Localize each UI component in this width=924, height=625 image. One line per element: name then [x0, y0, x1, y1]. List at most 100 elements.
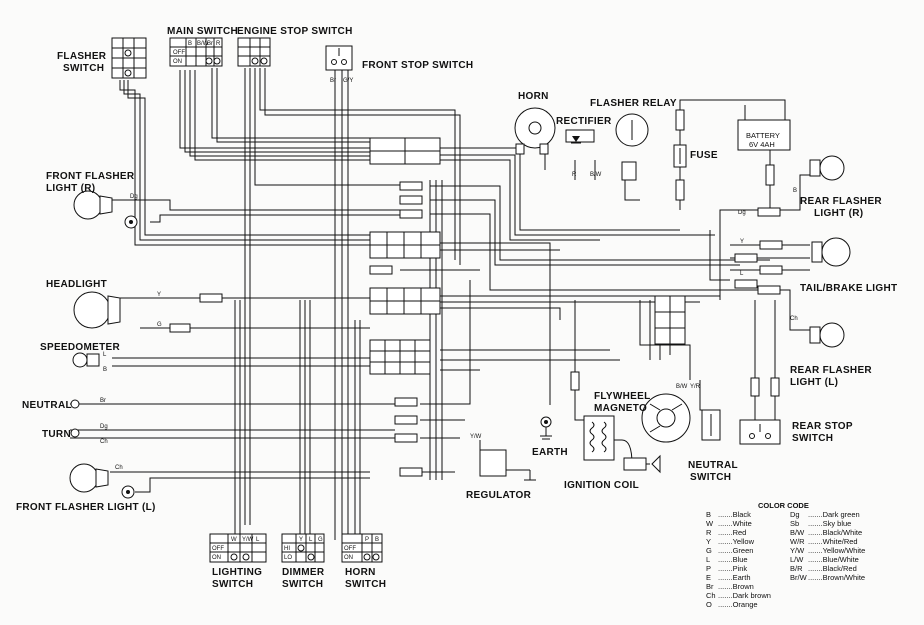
color-code-color-name: .......Dark brown	[718, 591, 771, 600]
rear-flasher-light-r-label-2: LIGHT (R)	[814, 208, 863, 219]
turn-wire-dg: Dg	[100, 424, 108, 430]
color-code-abbrev: Y/W	[790, 546, 805, 555]
front-stop-switch-label: FRONT STOP SWITCH	[362, 60, 473, 71]
neutral-switch: NEUTRAL SWITCH	[688, 409, 738, 483]
front-flasher-r-wire-tag: Dg	[130, 194, 138, 200]
color-code-color-name: .......Black/Red	[808, 564, 857, 573]
turn-indicator: TURN Dg Ch	[42, 424, 108, 445]
flasher-switch-label-1: FLASHER	[57, 51, 107, 62]
wire-connectors	[169, 109, 783, 477]
headlight-label: HEADLIGHT	[46, 279, 107, 290]
color-code-abbrev: B	[706, 510, 711, 519]
front-stop-wire-gy: G/Y	[343, 78, 353, 84]
rear-flasher-r-wire-b: B	[793, 188, 797, 194]
color-code-color-name: .......Pink	[718, 564, 747, 573]
fuse: FUSE	[673, 144, 718, 168]
neutral-wire-br: Br	[100, 398, 106, 404]
color-code-abbrev: P	[706, 564, 711, 573]
color-code-abbrev: L/W	[790, 555, 804, 564]
color-code-left-column: B.......BlackW.......WhiteR.......RedY..…	[706, 510, 771, 609]
ignition-coil-label: IGNITION COIL	[564, 480, 639, 491]
front-flasher-light-r-label-2: LIGHT (R)	[46, 183, 95, 194]
turn-wire-ch: Ch	[100, 439, 108, 445]
color-code-color-name: .......Blue/White	[808, 555, 859, 564]
tail-brake-light: TAIL/BRAKE LIGHT Y L	[740, 237, 897, 294]
flasher-relay: FLASHER RELAY	[590, 98, 677, 181]
flasher-relay-label: FLASHER RELAY	[590, 98, 677, 109]
rectifier-label: RECTIFIER	[556, 116, 612, 127]
battery-label-2: 6V 4AH	[749, 140, 775, 149]
main-switch-col-3: Br	[207, 41, 213, 47]
horn: HORN	[514, 91, 556, 155]
front-flasher-light-r-label-1: FRONT FLASHER	[46, 171, 135, 182]
speedometer-wire-l: L	[103, 352, 107, 358]
front-flasher-light-l-label: FRONT FLASHER LIGHT (L)	[16, 502, 156, 513]
tail-light-wire-l: L	[740, 271, 744, 277]
dimmer-switch-col-2: L	[309, 537, 313, 543]
horn-switch-col-1: P	[365, 537, 369, 543]
color-code-color-name: .......Yellow/White	[808, 546, 865, 555]
horn-switch: OFF ON P B HORN SWITCH	[341, 533, 386, 590]
earth-label: EARTH	[532, 447, 568, 458]
color-code-color-name: .......Orange	[718, 600, 758, 609]
front-stop-switch: FRONT STOP SWITCH Br G/Y	[325, 45, 473, 84]
color-code-color-name: .......Green	[718, 546, 753, 555]
speedometer-label: SPEEDOMETER	[40, 342, 120, 353]
coupler-block-top	[369, 137, 441, 165]
color-code-abbrev: Sb	[790, 519, 799, 528]
dimmer-switch-row-lo: LO	[284, 555, 292, 561]
rear-flasher-light-l-label-2: LIGHT (L)	[790, 377, 838, 388]
color-code-color-name: .......Red	[718, 528, 746, 537]
color-code-color-name: .......Black	[718, 510, 751, 519]
magneto-wire-yr: Y/R	[690, 384, 701, 390]
color-code-abbrev: B/R	[790, 564, 803, 573]
lighting-switch-label-1: LIGHTING	[212, 567, 262, 578]
color-code-legend: COLOR CODE B.......BlackW.......WhiteR..…	[706, 501, 865, 609]
flywheel-magneto-label-2: MAGNETO	[594, 403, 647, 414]
dimmer-switch-row-hi: HI	[284, 546, 290, 552]
coupler-block-magneto	[654, 295, 686, 345]
dimmer-switch-col-1: Y	[299, 537, 303, 543]
headlight-wire-y: Y	[157, 292, 161, 298]
lighting-switch-row-on: ON	[212, 555, 221, 561]
color-code-color-name: .......Brown	[718, 582, 754, 591]
turn-label: TURN	[42, 429, 71, 440]
color-code-color-name: .......Blue	[718, 555, 748, 564]
color-code-title: COLOR CODE	[758, 501, 809, 510]
rear-stop-switch-label-1: REAR STOP	[792, 421, 853, 432]
color-code-color-name: .......Yellow	[718, 537, 755, 546]
headlight: HEADLIGHT Y G	[46, 279, 162, 329]
rear-stop-switch-label-2: SWITCH	[792, 433, 833, 444]
lighting-switch: OFF ON W Y/W L LIGHTING SWITCH	[209, 533, 267, 590]
earth: EARTH	[532, 416, 568, 458]
coupler-block-mid	[369, 231, 441, 259]
flasher-switch-label-2: SWITCH	[63, 63, 104, 74]
tail-light-wire-y: Y	[740, 239, 744, 245]
lighting-switch-col-3: L	[256, 537, 260, 543]
color-code-abbrev: Ch	[706, 591, 716, 600]
front-flasher-l-wire-tag: Ch	[115, 465, 123, 471]
front-flasher-light-l: FRONT FLASHER LIGHT (L) Ch	[16, 463, 156, 513]
coupler-block-upper-lower	[369, 287, 441, 315]
rear-flasher-r-wire-dg: Dg	[738, 210, 746, 216]
regulator-label: REGULATOR	[466, 490, 532, 501]
tail-brake-light-label: TAIL/BRAKE LIGHT	[800, 283, 897, 294]
horn-label: HORN	[518, 91, 549, 102]
coupler-block-lower	[369, 339, 431, 375]
color-code-abbrev: W/R	[790, 537, 805, 546]
wire-harness	[70, 68, 815, 540]
headlight-wire-g: G	[157, 322, 162, 328]
color-code-color-name: .......White/Red	[808, 537, 858, 546]
color-code-abbrev: B/W	[790, 528, 805, 537]
main-switch-col-4: R	[216, 41, 221, 47]
dimmer-switch-col-3: G	[318, 537, 323, 543]
lighting-switch-col-1: W	[231, 537, 237, 543]
engine-stop-switch: ENGINE STOP SWITCH	[237, 26, 352, 67]
front-flasher-light-r: FRONT FLASHER LIGHT (R) Dg	[46, 171, 138, 229]
color-code-color-name: .......Dark green	[808, 510, 860, 519]
color-code-abbrev: G	[706, 546, 712, 555]
flywheel-magneto-label-1: FLYWHEEL	[594, 391, 650, 402]
main-switch: OFF ON B B/W Br R MAIN SWITCH	[167, 26, 238, 67]
battery: BATTERY 6V 4AH	[737, 119, 791, 151]
